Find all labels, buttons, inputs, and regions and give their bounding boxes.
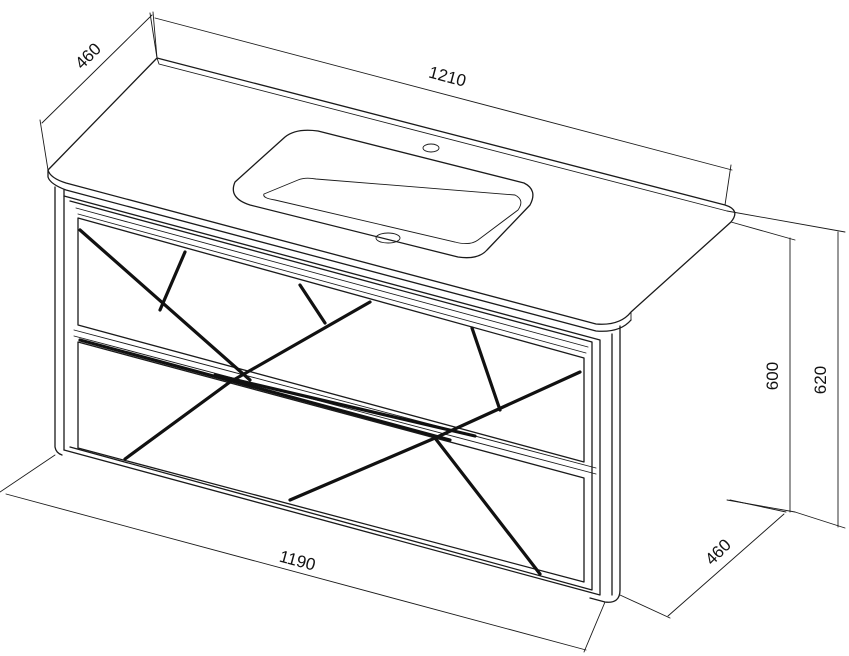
countertop bbox=[47, 57, 736, 332]
cabinet-body bbox=[54, 186, 621, 603]
dimension-top-depth: 460 bbox=[39, 12, 158, 171]
dimension-cabinet-height: 600 bbox=[726, 221, 796, 513]
dimension-bottom-depth: 460 bbox=[619, 499, 787, 619]
dimension-label-bottom-length: 1190 bbox=[277, 547, 317, 575]
dimension-label-cabinet-height: 600 bbox=[763, 362, 782, 390]
dimension-label-bottom-depth: 460 bbox=[701, 535, 734, 568]
facade-pattern bbox=[78, 228, 582, 576]
dimension-top-length: 1210 bbox=[152, 11, 733, 206]
faucet-hole-icon bbox=[422, 143, 440, 153]
dimension-total-height: 620 bbox=[726, 210, 846, 529]
dimension-label-top-depth: 460 bbox=[71, 39, 104, 72]
dimension-bottom-length: 1190 bbox=[0, 454, 606, 653]
basin bbox=[232, 129, 534, 259]
drain-icon bbox=[375, 232, 401, 244]
dimension-label-top-length: 1210 bbox=[427, 63, 468, 91]
dimension-label-total-height: 620 bbox=[811, 366, 830, 394]
